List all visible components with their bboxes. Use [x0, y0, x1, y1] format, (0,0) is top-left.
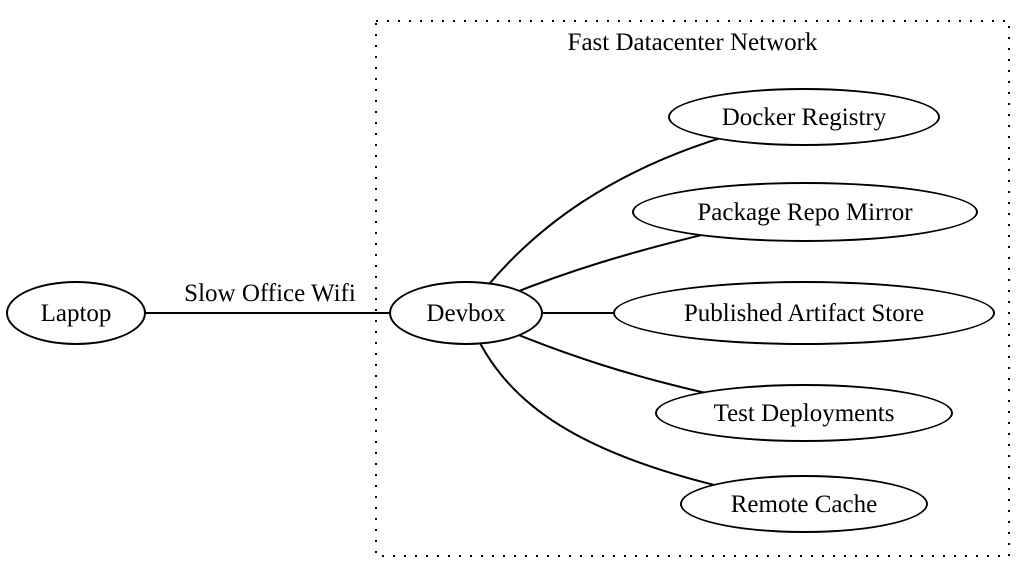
cluster-border: [375, 20, 1010, 557]
node-devbox: Devbox: [389, 281, 543, 345]
node-remote-cache: Remote Cache: [680, 475, 928, 533]
node-label-devbox: Devbox: [426, 299, 506, 327]
node-published-artifact-store: Published Artifact Store: [613, 281, 995, 345]
node-label-published-artifact-store: Published Artifact Store: [683, 299, 925, 327]
node-label-laptop: Laptop: [40, 299, 112, 327]
node-test-deployments: Test Deployments: [655, 384, 953, 442]
node-label-package-repo-mirror: Package Repo Mirror: [697, 198, 913, 226]
node-label-remote-cache: Remote Cache: [730, 490, 878, 518]
edge-label-slow-office-wifi: Slow Office Wifi: [170, 281, 370, 306]
node-package-repo-mirror: Package Repo Mirror: [632, 182, 978, 242]
node-label-test-deployments: Test Deployments: [713, 399, 895, 427]
node-laptop: Laptop: [6, 281, 146, 345]
node-label-docker-registry: Docker Registry: [721, 103, 887, 131]
node-docker-registry: Docker Registry: [668, 88, 940, 146]
cluster-label: Fast Datacenter Network: [567, 29, 818, 56]
